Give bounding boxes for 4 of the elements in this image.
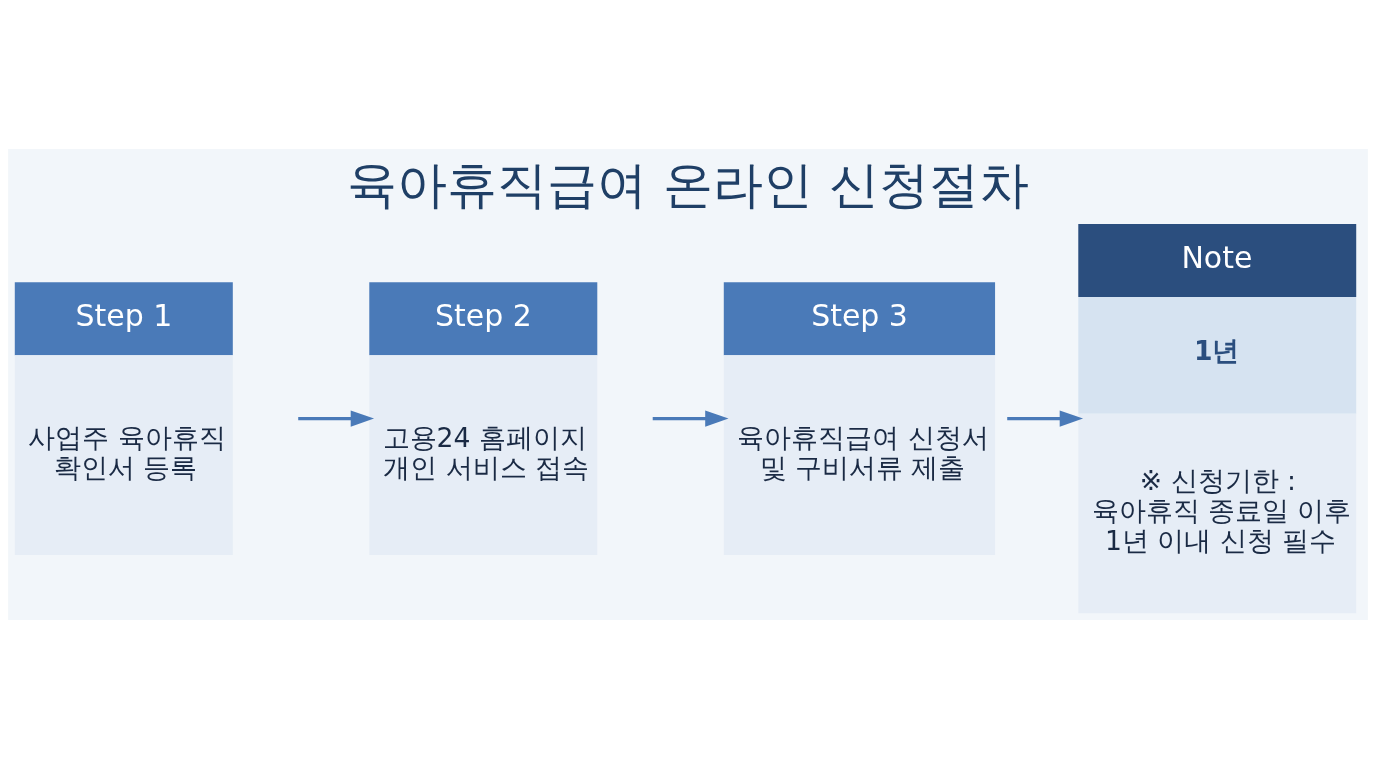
diagram-title: 육아휴직급여 온라인 신청절차 xyxy=(347,155,1029,214)
arrow xyxy=(1007,409,1084,427)
arrow xyxy=(652,409,729,427)
arrow xyxy=(298,409,375,427)
